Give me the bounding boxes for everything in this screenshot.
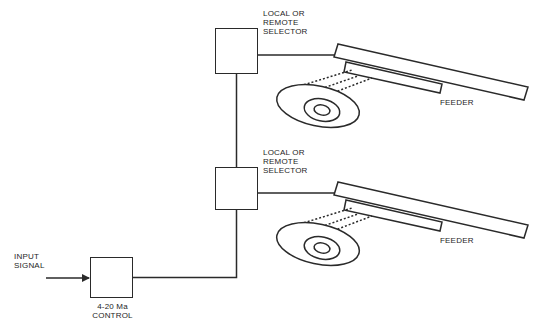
- signal-wire: [236, 74, 238, 167]
- input-arrow: [46, 277, 89, 279]
- part-label: FEEDER: [440, 98, 500, 107]
- box-label: 4-20 Ma CONTROL: [90, 302, 135, 320]
- signal-label: INPUT SIGNAL: [14, 252, 54, 270]
- box-label: LOCAL OR REMOTE SELECTOR: [263, 148, 327, 175]
- vibratory-feeder: [273, 44, 528, 134]
- feeder-wire: [258, 54, 336, 56]
- vibratory-feeder: [273, 182, 528, 272]
- selector-box: LOCAL OR REMOTE SELECTOR: [215, 167, 258, 210]
- signal-wire: [133, 210, 237, 278]
- feeder-wire: [258, 192, 336, 194]
- part-label: FEEDER: [440, 236, 500, 245]
- selector-box: LOCAL OR REMOTE SELECTOR: [215, 28, 258, 74]
- selector-box: 4-20 Ma CONTROL: [90, 257, 133, 298]
- box-label: LOCAL OR REMOTE SELECTOR: [263, 9, 327, 36]
